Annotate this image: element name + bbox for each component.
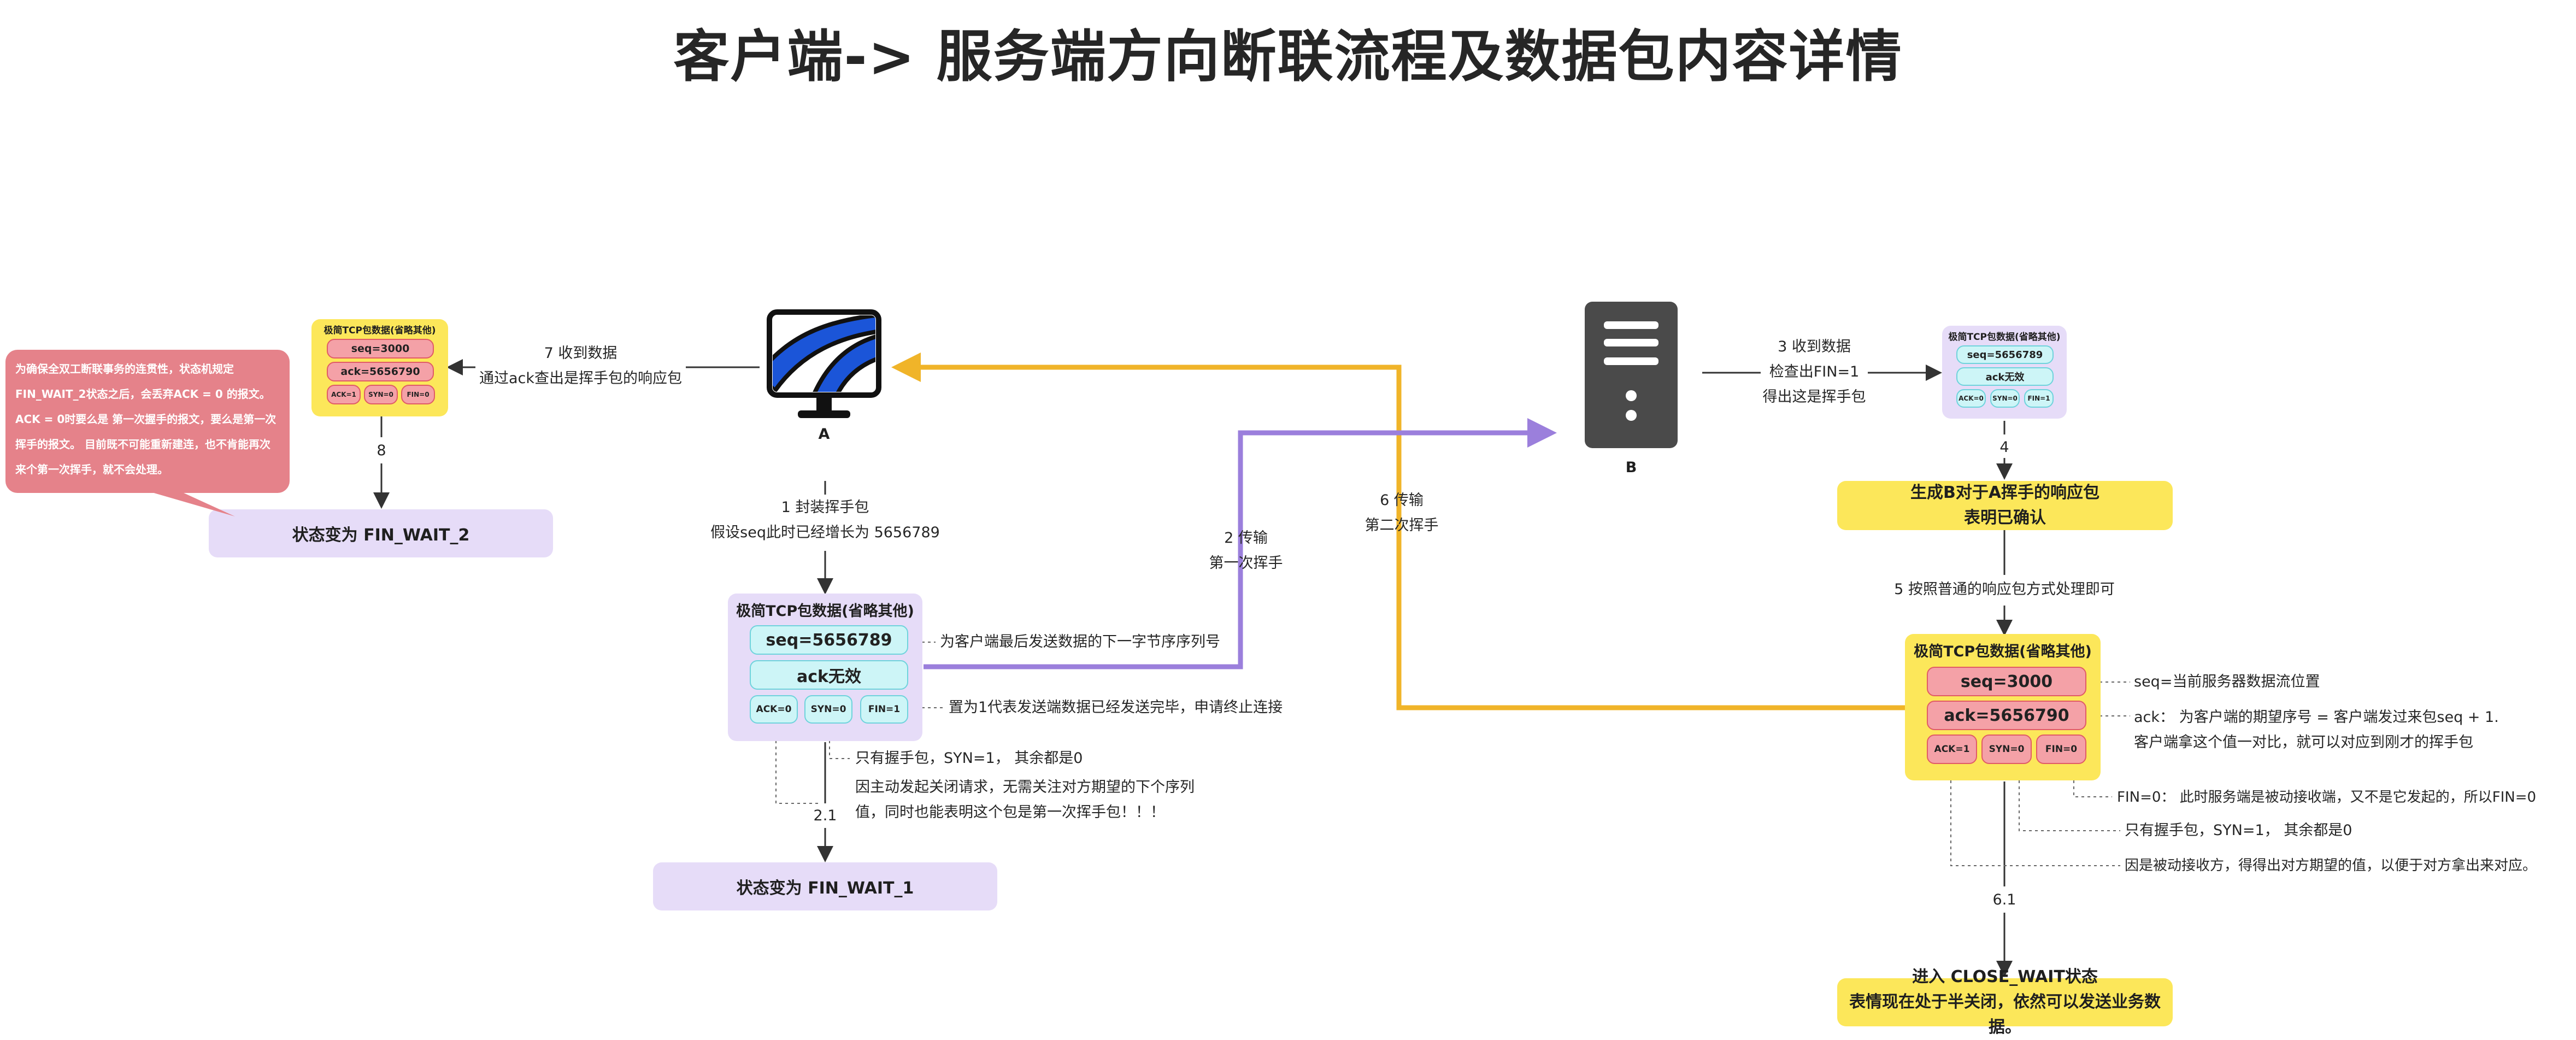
server-ackflag-field: ACK=1 <box>1927 735 1977 764</box>
server-received-packet: 极简TCP包数据(省略其他) seq=5656789 ack无效 ACK=0 S… <box>1942 326 2067 419</box>
step-1-line1: 1 封装挥手包 <box>781 499 869 516</box>
client-ack-annotation-line1: 因主动发起关闭请求，无需关注对方期望的下个序列 <box>855 779 1195 796</box>
step-5-label: 5 按照普通的响应包方式处理即可 <box>1894 581 2115 598</box>
server-seq-field: seq=3000 <box>1927 667 2086 696</box>
server-received-syn-field: SYN=0 <box>1990 389 2020 408</box>
step-3-line1: 3 收到数据 <box>1778 338 1851 355</box>
close-wait-box: 进入 CLOSE_WAIT状态 表情现在处于半关闭，依然可以发送业务数据。 <box>1837 967 2173 1037</box>
page-title: 客户端-> 服务端方向断联流程及数据包内容详情 <box>673 25 1903 90</box>
server-received-ack-field: ack无效 <box>1956 367 2054 386</box>
client-ack-field: ack无效 <box>750 660 908 690</box>
step-6-label: 6 传输 第二次挥手 <box>1344 488 1459 538</box>
server-label: B <box>1625 459 1637 476</box>
fin-wait-2-callout: 为确保全双工断联事务的连贯性，状态机规定FIN_WAIT_2状态之后，会丢弃AC… <box>5 350 290 557</box>
server-received-fin-field: FIN=1 <box>2024 389 2054 408</box>
callout-text: 为确保全双工断联事务的连贯性，状态机规定FIN_WAIT_2状态之后，会丢弃AC… <box>15 362 277 476</box>
close-wait-line1: 进入 CLOSE_WAIT状态 <box>1912 967 2098 986</box>
step-4-box-line1: 生成B对于A挥手的响应包 <box>1910 483 2100 502</box>
server-syn-field: SYN=0 <box>1981 735 2032 764</box>
client-ack-annotation-line2: 值，同时也能表明这个包是第一次挥手包！！！ <box>855 804 1165 821</box>
step-7-label: 7 收到数据 通过ack查出是挥手包的响应包 <box>475 341 686 391</box>
step-4-box-line2: 表明已确认 <box>1964 508 2046 527</box>
purple-transfer-line <box>924 418 1557 669</box>
step-2-label: 2 传输 第一次挥手 <box>1186 526 1306 576</box>
server-ack-annotation-line1: ack： 为客户端的期望序号 = 客户端发过来包seq + 1. <box>2134 709 2499 726</box>
step-3-label: 3 收到数据 检查出FIN=1 得出这是挥手包 <box>1761 334 1868 410</box>
client-received-ackflag-field: ACK=1 <box>327 385 361 404</box>
client-seq-annotation: 为客户端最后发送数据的下一字节序序列号 <box>940 633 1220 650</box>
server-node: B <box>1579 299 1689 476</box>
server-packet: 极简TCP包数据(省略其他) seq=3000 ack=5656790 ACK=… <box>1905 634 2101 780</box>
client-fin-field: FIN=1 <box>860 695 908 724</box>
step-2-line1: 2 传输 <box>1224 530 1268 547</box>
server-ack-field: ack=5656790 <box>1927 701 2086 730</box>
step-1-label: 1 封装挥手包 假设seq此时已经增长为 5656789 <box>689 495 962 545</box>
close-wait-line2: 表情现在处于半关闭，依然可以发送业务数据。 <box>1849 992 2161 1037</box>
client-node: A <box>764 309 884 443</box>
step-4-label: 4 <box>1999 439 2009 456</box>
client-ackflag-field: ACK=0 <box>750 695 798 724</box>
step-6-line1: 6 传输 <box>1380 492 1424 509</box>
server-ack-annotation-line2: 客户端拿这个值一对比，就可以对应到刚才的挥手包 <box>2134 734 2473 751</box>
client-label: A <box>818 426 830 443</box>
server-fin-annotation: FIN=0： 此时服务端是被动接收端，又不是它发起的，所以FIN=0 <box>2117 789 2537 806</box>
step-2-line2: 第一次挥手 <box>1209 555 1283 572</box>
yellow-transfer-line <box>891 352 1907 710</box>
server-packet-title: 极简TCP包数据(省略其他) <box>1914 643 2092 660</box>
step-1-line2: 假设seq此时已经增长为 5656789 <box>710 524 940 541</box>
step-2-1-label: 2.1 <box>813 807 837 824</box>
client-syn-field: SYN=0 <box>804 695 852 724</box>
client-received-syn-field: SYN=0 <box>364 385 398 404</box>
client-syn-annotation: 只有握手包，SYN=1， 其余都是0 <box>855 750 1083 767</box>
client-ack-annotation: 因主动发起关闭请求，无需关注对方期望的下个序列 值，同时也能表明这个包是第一次挥… <box>855 775 1195 825</box>
step-6-1-label: 6.1 <box>1992 891 2016 908</box>
callout-shape <box>5 350 290 516</box>
state-fin-wait-1: 状态变为 FIN_WAIT_1 <box>653 862 997 910</box>
server-ackflag-annotation: 因是被动接收方，得得出对方期望的值，以便于对方拿出来对应。 <box>2125 857 2537 874</box>
step-6-line2: 第二次挥手 <box>1365 517 1439 534</box>
client-received-ack-field: ack=5656790 <box>327 362 434 381</box>
server-received-seq-field: seq=5656789 <box>1956 345 2054 364</box>
server-seq-annotation: seq=当前服务器数据流位置 <box>2134 673 2320 690</box>
client-packet-title: 极简TCP包数据(省略其他) <box>736 603 914 620</box>
client-received-seq-field: seq=3000 <box>327 339 434 359</box>
step-8-label: 8 <box>377 442 386 459</box>
step-3-line3: 得出这是挥手包 <box>1762 389 1866 406</box>
step-7-line2: 通过ack查出是挥手包的响应包 <box>479 370 683 387</box>
client-seq-field: seq=5656789 <box>750 625 908 655</box>
step-3-line2: 检查出FIN=1 <box>1769 363 1860 380</box>
server-ack-annotation: ack： 为客户端的期望序号 = 客户端发过来包seq + 1. 客户端拿这个值… <box>2134 705 2499 755</box>
client-received-fin-field: FIN=0 <box>401 385 435 404</box>
server-syn-annotation: 只有握手包，SYN=1， 其余都是0 <box>2125 822 2352 839</box>
client-received-packet: 极简TCP包数据(省略其他) seq=3000 ack=5656790 ACK=… <box>311 319 448 416</box>
server-fin-field: FIN=0 <box>2036 735 2086 764</box>
state-fin-wait-2: 状态变为 FIN_WAIT_2 <box>209 509 553 557</box>
client-received-packet-title: 极简TCP包数据(省略其他) <box>324 325 436 336</box>
step-4-box: 生成B对于A挥手的响应包 表明已确认 <box>1837 481 2173 530</box>
client-fin-annotation: 置为1代表发送端数据已经发送完毕，申请终止连接 <box>949 699 1283 716</box>
server-received-ackflag-field: ACK=0 <box>1956 389 1986 408</box>
server-received-packet-title: 极简TCP包数据(省略其他) <box>1948 332 2061 343</box>
server-icon <box>1585 302 1678 448</box>
monitor-icon <box>767 309 881 418</box>
client-packet: 极简TCP包数据(省略其他) seq=5656789 ack无效 ACK=0 S… <box>728 594 922 741</box>
step-7-line1: 7 收到数据 <box>544 345 617 362</box>
